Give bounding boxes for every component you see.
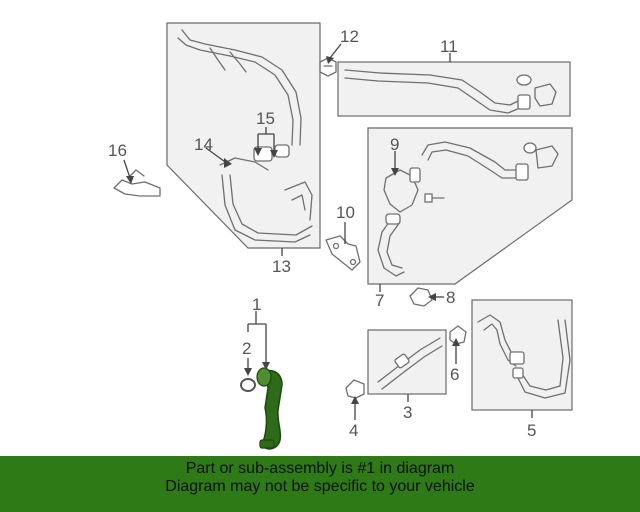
callout-8: 8 xyxy=(446,288,455,307)
callout-3: 3 xyxy=(403,403,412,422)
callout-5: 5 xyxy=(527,421,536,440)
callout-15: 15 xyxy=(256,109,275,128)
callout-12: 12 xyxy=(340,27,359,46)
clamp-8 xyxy=(409,287,433,307)
callout-1: 1 xyxy=(252,295,261,314)
clamp-6 xyxy=(449,325,467,345)
callout-11: 11 xyxy=(440,37,458,56)
callout-6: 6 xyxy=(450,365,459,384)
callout-4: 4 xyxy=(349,421,358,440)
panel-7-outlet-group xyxy=(367,127,573,285)
o-ring-part-2 xyxy=(240,378,256,392)
bracket-10 xyxy=(325,235,361,271)
banner-vehicle-disclaimer: Diagram may not be specific to your vehi… xyxy=(165,478,475,495)
bracket-16 xyxy=(113,169,161,197)
panel-13-heater-pipes xyxy=(166,22,321,249)
callout-16: 16 xyxy=(108,141,127,160)
panel-5-hose xyxy=(471,299,573,411)
info-banner: Part or sub-assembly is #1 in diagram Di… xyxy=(0,456,640,512)
callout-9: 9 xyxy=(390,135,399,154)
callout-7: 7 xyxy=(375,291,384,310)
leader-lines xyxy=(123,43,533,420)
callout-13: 13 xyxy=(272,257,291,276)
parts-diagram: 1 2 3 4 5 6 7 8 9 10 11 12 13 14 15 16 xyxy=(108,22,573,450)
highlighted-hose-part-1 xyxy=(256,367,283,450)
callout-2: 2 xyxy=(242,339,251,358)
callout-14: 14 xyxy=(194,135,213,154)
banner-part-notice: Part or sub-assembly is #1 in diagram xyxy=(185,460,455,477)
clamp-4 xyxy=(345,379,365,399)
callout-10: 10 xyxy=(336,203,355,222)
panel-3-pipe xyxy=(367,329,447,395)
panel-11-hose xyxy=(337,61,571,117)
